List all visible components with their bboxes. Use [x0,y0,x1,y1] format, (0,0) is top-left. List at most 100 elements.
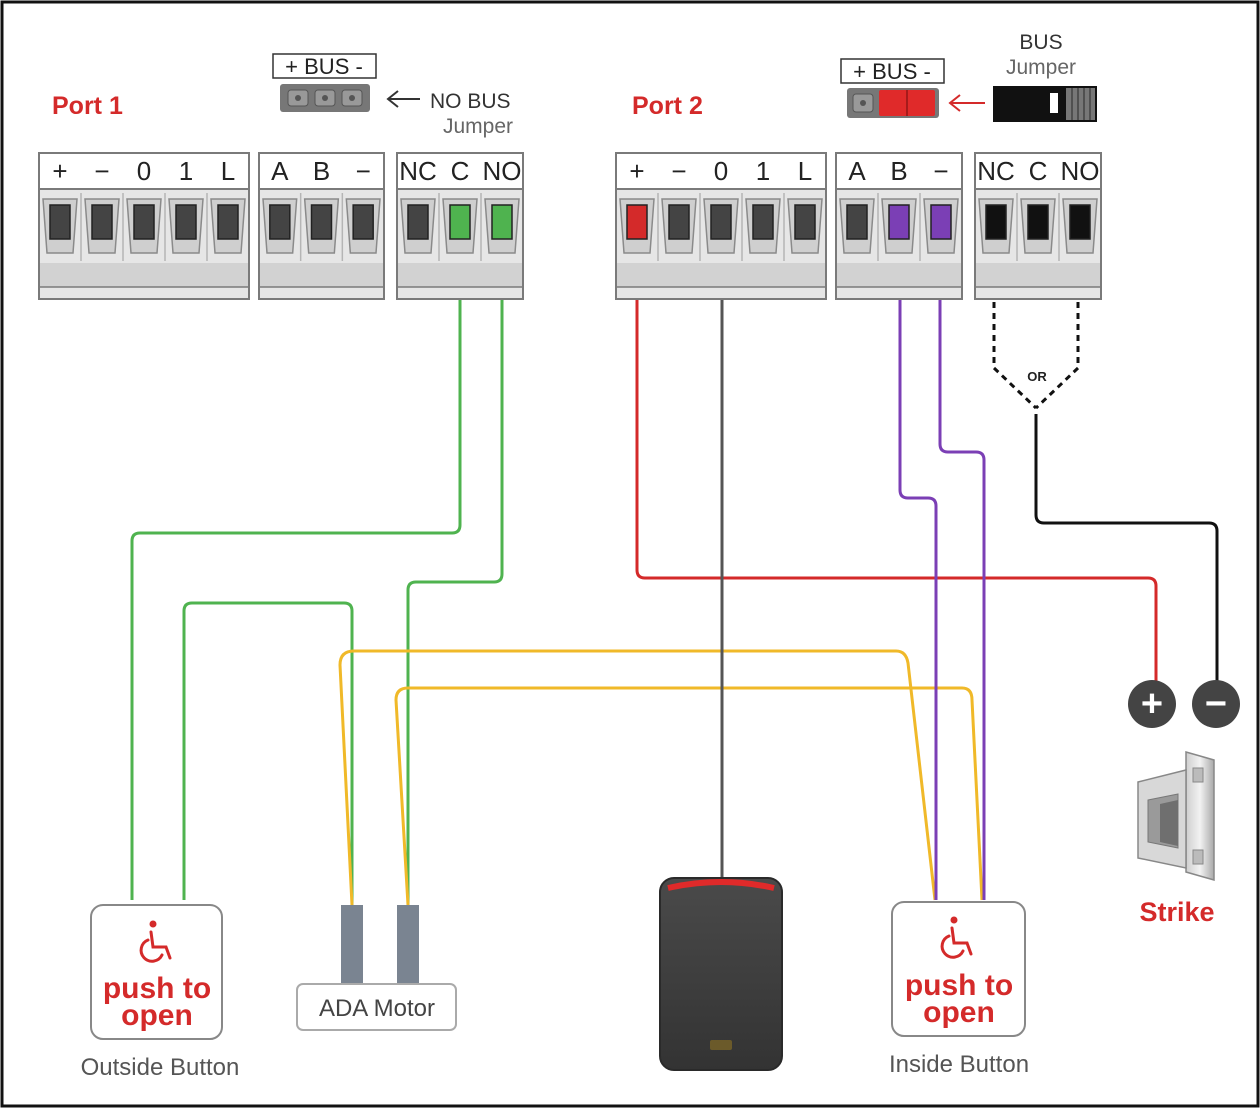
port-1-power-label-0: + [52,156,67,186]
port-1-power-label-3: 1 [179,156,193,186]
inside-button-text-line2: open [923,996,995,1029]
strike-minus-symbol: − [1205,683,1227,725]
port-1-bus-screw-0 [269,204,291,240]
port-1-bus-label-box [272,53,377,79]
port-1-power-label-1: − [94,156,109,186]
wire-black-to-strike-minus [1034,414,1219,690]
outside-button-plate [90,904,223,1040]
port-1-title: Port 1 [52,92,123,120]
port-2-power-screw-2 [710,204,732,240]
port-1-bus-label-1: B [313,156,330,186]
port-1-power-label-strip [40,154,248,188]
port-2-bus-screw-0 [846,204,868,240]
port-2-power-screw-1 [668,204,690,240]
port-2-title: Port 2 [632,92,703,120]
port-2-power-label-4: L [798,156,812,186]
port-2-power-label-1: − [671,156,686,186]
port-2-bus-screw-1 [888,204,910,240]
port-2-relay-screw-0 [985,204,1007,240]
wire-purple-minus-to-inside [938,225,986,900]
port-1-power-screw-1 [91,204,113,240]
inside-button-text-line1: push to [905,969,1013,1002]
strike-minus-terminal [1192,680,1240,728]
port-2-power-label-3: 1 [756,156,770,186]
port-2-power-label-2: 0 [714,156,728,186]
port-2-bus-screw-2 [930,204,952,240]
port-1-power-label-4: L [221,156,235,186]
electric-strike-icon [1137,751,1215,881]
port-2-power-screw-4 [794,204,816,240]
port-1-power-screw-4 [217,204,239,240]
port-1-relay-label-1: C [451,156,470,186]
port-2-bus-label-strip [837,154,961,188]
port-2-power-label-0: + [629,156,644,186]
port-1-relay-terminal-block: NC C NO [396,152,524,300]
port-1-jumper-note-line2: Jumper [443,115,513,138]
inside-button-plate [891,901,1026,1037]
ada-motor-label: ADA Motor [319,995,435,1022]
port-2-power-label-strip [617,154,825,188]
port-2-relay-terminal-block: NC C NO [974,152,1102,300]
port-1-jumper-arrow [386,90,420,108]
port-2-jumper-arrow [948,94,985,112]
port-2-relay-screw-2 [1069,204,1091,240]
port-2-relay-label-2: NO [1061,156,1100,186]
port-1-relay-screw-2 [491,204,513,240]
port-2-relay-label-1: C [1029,156,1048,186]
card-reader-logo-icon [710,1040,732,1050]
strike-plus-symbol: + [1141,683,1163,725]
port-1-relay-label-strip [398,154,522,188]
port-2-relay-label-0: NC [977,156,1015,186]
outside-button-text-line2: open [121,999,193,1032]
port-1-jumper-note-line1: NO BUS [430,90,511,113]
card-reader [659,877,783,1071]
port-1-bus-screw-1 [310,204,333,240]
strike: + − Strike [1128,680,1240,927]
port-2-bus-label: + BUS - [853,59,931,84]
card-reader-led [667,879,775,891]
port-1-bus-screw-2 [352,204,374,240]
strike-label: Strike [1139,897,1214,927]
port-2-bus-label-box [840,58,945,84]
port-1-relay-label-0: NC [399,156,437,186]
wire-green-c-to-outside-button [130,225,462,900]
port-2-relay-label-strip [976,154,1100,188]
port-2-relay-screw-1 [1027,204,1049,240]
ada-motor-contact-2 [397,905,419,985]
ada-motor: ADA Motor [296,905,457,1031]
wire-yellow-ada-to-inside-2 [394,686,984,906]
wire-red-plus-to-strike [635,225,1158,690]
port-1-power-screw-0 [49,204,71,240]
wire-purple-b-to-inside [898,225,938,900]
port-1-relay-screw-0 [407,204,429,240]
port-2-bus-label-2: − [933,156,948,186]
port-1-bus-label-0: A [271,156,289,186]
port-1-bus-label: + BUS - [285,54,363,79]
port-2-power-screw-0 [626,204,648,240]
port-1-relay-screw-1 [449,204,471,240]
wire-yellow-ada-to-inside-1 [338,649,937,906]
port-1-relay-label-2: NO [483,156,522,186]
wire-green-outside-button-to-ada-motor [182,601,354,905]
wheelchair-icon [940,916,973,959]
port-1-power-label-2: 0 [137,156,151,186]
wheelchair-icon [139,920,172,963]
card-reader-body [659,877,783,1071]
ada-motor-label-box [296,983,457,1031]
port-2-jumper-note-line2: Jumper [1006,56,1076,79]
port-2-power-screw-3 [752,204,774,240]
strike-plus-terminal [1128,680,1176,728]
port-1-bus-label-2: − [356,156,371,186]
or-label: OR [1027,369,1047,384]
port-2-jumper-note-line1: BUS [1019,31,1062,54]
outside-button: push to open Outside Button [81,904,239,1081]
outside-button-text-line1: push to [103,972,211,1005]
